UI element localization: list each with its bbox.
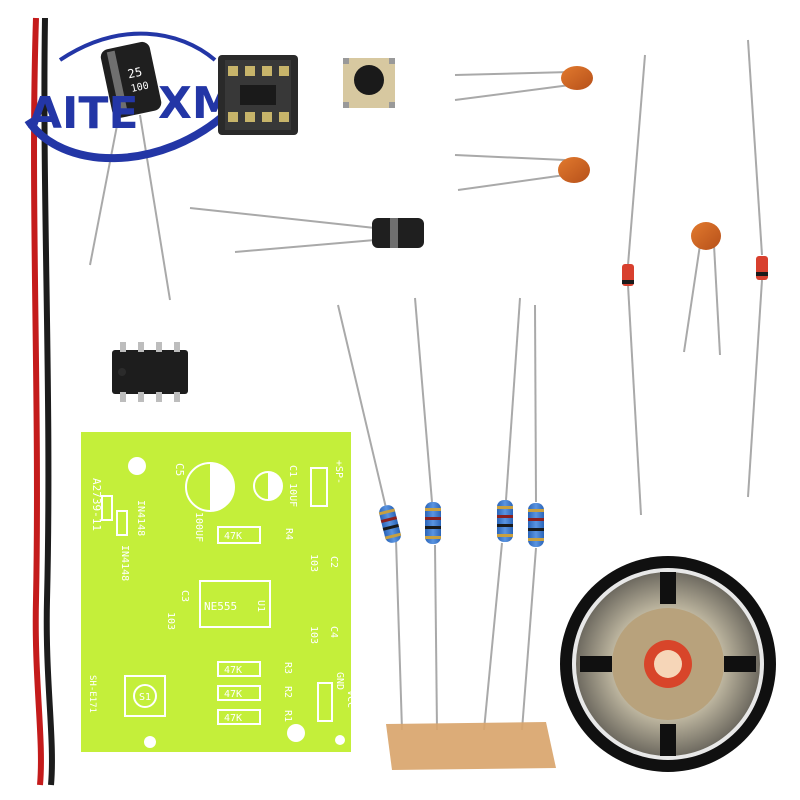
pcb-diode-a-label: IN4148 xyxy=(135,500,146,536)
resistor-icon xyxy=(521,304,544,731)
pcb-u1-name-label: NE555 xyxy=(204,600,237,613)
pcb-r2-label: R2 xyxy=(282,686,293,698)
pcb-c5-value-label: 100UF xyxy=(193,512,204,542)
resistor-icon xyxy=(483,297,521,731)
tape-strip xyxy=(386,722,556,770)
dip8-socket-icon xyxy=(218,55,298,135)
pcb-sh-label: SH-E171 xyxy=(87,675,97,713)
pcb-r1-label: R1 xyxy=(282,710,293,722)
pcb-c2-value-label: 103 xyxy=(308,554,319,572)
pcb-diode-b-label: IN4148 xyxy=(119,545,130,581)
ceramic-capacitor-icon xyxy=(454,154,590,191)
pcb-c5-label: C5 xyxy=(173,463,186,476)
mount-hole xyxy=(287,724,305,742)
mount-hole xyxy=(128,457,146,475)
small-electrolytic-capacitor-icon xyxy=(189,207,424,253)
pcb-u1-label: U1 xyxy=(255,600,266,612)
cap-value-marking: 100 xyxy=(130,80,150,95)
cap-voltage-marking: 25 xyxy=(126,65,143,82)
mount-hole xyxy=(144,736,156,748)
pcb-c2-label: C2 xyxy=(328,556,339,568)
ceramic-capacitor-icon xyxy=(454,66,593,101)
pcb-c3-label: C3 xyxy=(179,590,190,602)
pcb-r4-label: R4 xyxy=(283,528,294,540)
logo-text-left: AITE xyxy=(28,88,139,139)
pcb-r2-value-label: 47K xyxy=(224,689,242,700)
pcb-vcc-label: VCC xyxy=(345,690,356,708)
pcb-c1-label: C1 10UF xyxy=(287,465,298,507)
dip8-ic-icon xyxy=(112,342,188,402)
tact-switch-icon xyxy=(343,58,395,108)
pcb-c4-value-label: 103 xyxy=(308,626,319,644)
red-black-wire-icon xyxy=(31,17,55,786)
pcb-sp-label: +SP- xyxy=(333,460,344,484)
ceramic-capacitor-icon xyxy=(683,222,721,356)
pcb-r1-value-label: 47K xyxy=(224,713,242,724)
pcb-gnd-label: GND xyxy=(334,672,345,690)
mount-hole xyxy=(335,735,345,745)
pcb-board: A2739-11 IN4148 IN4148 C5 100UF C1 10UF … xyxy=(81,432,356,752)
diode-icon xyxy=(747,39,768,498)
resistor-icon xyxy=(414,297,441,731)
pcb-r3-label: R3 xyxy=(282,662,293,674)
pcb-r4-value-label: 47K xyxy=(224,531,242,542)
resistor-icon xyxy=(337,304,403,731)
pcb-r3-value-label: 47K xyxy=(224,665,242,676)
pcb-s1-label: S1 xyxy=(139,692,151,703)
pcb-c3-value-label: 103 xyxy=(165,612,176,630)
electrolytic-capacitor-icon: 25 100 xyxy=(89,41,171,301)
pcb-model-label: A2739-11 xyxy=(90,478,103,531)
diode-icon xyxy=(622,54,646,516)
speaker-icon xyxy=(560,556,776,772)
pcb-c4-label: C4 xyxy=(328,626,339,638)
